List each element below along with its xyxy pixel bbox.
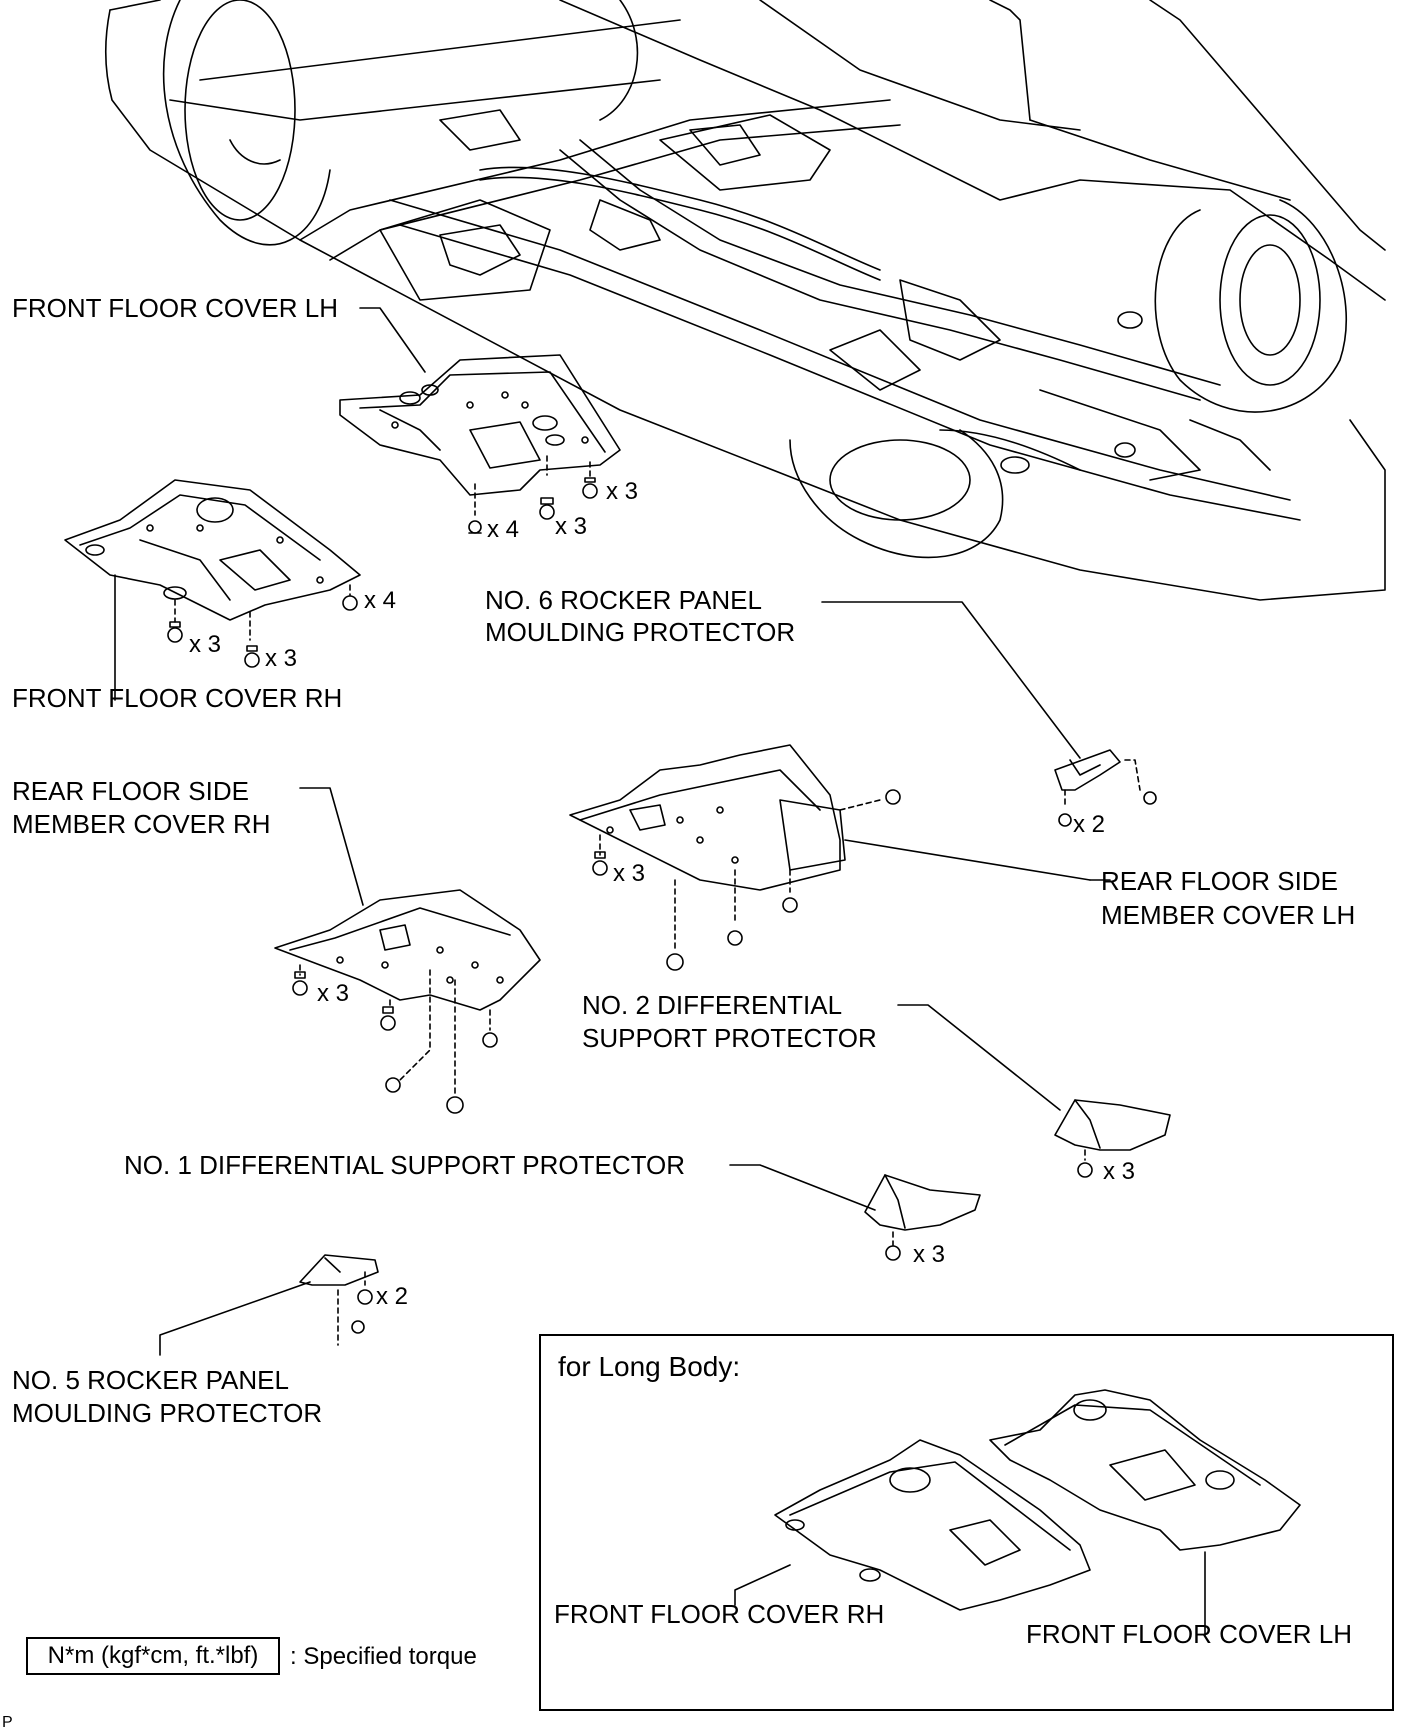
label-no5-rocker-line2: MOULDING PROTECTOR (12, 1398, 323, 1428)
label-no2-diff-line2: SUPPORT PROTECTOR (582, 1023, 877, 1053)
qty-lh-x3-a: x 3 (606, 478, 639, 505)
label-no6-rocker-line2: MOULDING PROTECTOR (485, 617, 796, 647)
qty-rear-lh-x3: x 3 (613, 860, 646, 887)
bolt-icon (1077, 1162, 1093, 1178)
label-no2-diff-line1: NO. 2 DIFFERENTIAL (582, 990, 843, 1020)
bolt-icon (885, 789, 901, 805)
bolt-icon (592, 851, 608, 876)
bolt-icon (539, 497, 555, 520)
bolt-icon (380, 1006, 396, 1031)
label-no1-diff: NO. 1 DIFFERENTIAL SUPPORT PROTECTOR (124, 1150, 686, 1180)
label-rear-side-rh-line2: MEMBER COVER RH (12, 809, 271, 839)
rear-floor-side-member-cover-lh-part (569, 744, 1111, 971)
front-floor-cover-lh-part (339, 307, 621, 534)
label-rear-side-lh-line1: REAR FLOOR SIDE (1101, 866, 1338, 896)
bolt-icon (468, 520, 482, 534)
qty-no2-x3: x 3 (1103, 1158, 1136, 1185)
qty-no6-x2: x 2 (1073, 811, 1106, 838)
label-rear-side-lh-line2: MEMBER COVER LH (1101, 900, 1356, 930)
front-floor-cover-rh-part (64, 479, 361, 701)
qty-lh-x4: x 4 (487, 516, 520, 543)
label-front-floor-cover-lh: FRONT FLOOR COVER LH (12, 293, 339, 323)
label-no5-rocker-line1: NO. 5 ROCKER PANEL (12, 1365, 289, 1395)
qty-no1-x3: x 3 (913, 1241, 946, 1268)
bolt-icon (385, 1077, 401, 1093)
bolt-icon (1058, 813, 1072, 827)
qty-lh-x3-b: x 3 (555, 513, 588, 540)
bolt-icon (1143, 791, 1157, 805)
no2-diff-protector-part (897, 1004, 1171, 1178)
label-no6-rocker-line1: NO. 6 ROCKER PANEL (485, 585, 762, 615)
bolt-icon (351, 1320, 365, 1334)
no1-diff-protector-part (729, 1164, 981, 1261)
torque-legend-text: : Specified torque (290, 1643, 477, 1670)
qty-rh-x4: x 4 (364, 587, 397, 614)
qty-rh-x3-b: x 3 (265, 645, 298, 672)
bolt-icon (782, 897, 798, 913)
inset-long-body-parts (734, 1389, 1301, 1636)
no6-rocker-protector-part (821, 601, 1157, 827)
qty-rear-rh-x3: x 3 (317, 980, 350, 1007)
bolt-icon (727, 930, 743, 946)
label-front-floor-cover-rh: FRONT FLOOR COVER RH (12, 683, 343, 713)
label-rear-side-rh-line1: REAR FLOOR SIDE (12, 776, 249, 806)
qty-no5-x2: x 2 (376, 1283, 409, 1310)
page-reference: P (2, 1714, 13, 1731)
bolt-icon (666, 953, 684, 971)
bolt-icon (342, 595, 358, 611)
bolt-icon (357, 1289, 373, 1305)
bolt-icon (446, 1096, 464, 1114)
inset-title: for Long Body: (558, 1351, 741, 1382)
inset-label-front-floor-cover-rh: FRONT FLOOR COVER RH (554, 1599, 885, 1629)
bolt-icon (482, 1032, 498, 1048)
bolt-icon (582, 477, 598, 499)
bolt-icon (292, 971, 308, 996)
vehicle-underbody (104, 0, 1386, 601)
bolt-icon (167, 621, 183, 643)
inset-label-front-floor-cover-lh: FRONT FLOOR COVER LH (1026, 1619, 1353, 1649)
bolt-icon (885, 1245, 901, 1261)
inset-long-body-box (539, 1334, 1394, 1711)
no5-rocker-protector-part (159, 1254, 379, 1356)
bolt-icon (244, 645, 260, 668)
rear-floor-side-member-cover-rh-part (274, 787, 541, 1114)
qty-rh-x3-a: x 3 (189, 631, 222, 658)
torque-legend-box: N*m (kgf*cm, ft.*lbf) (26, 1637, 280, 1675)
